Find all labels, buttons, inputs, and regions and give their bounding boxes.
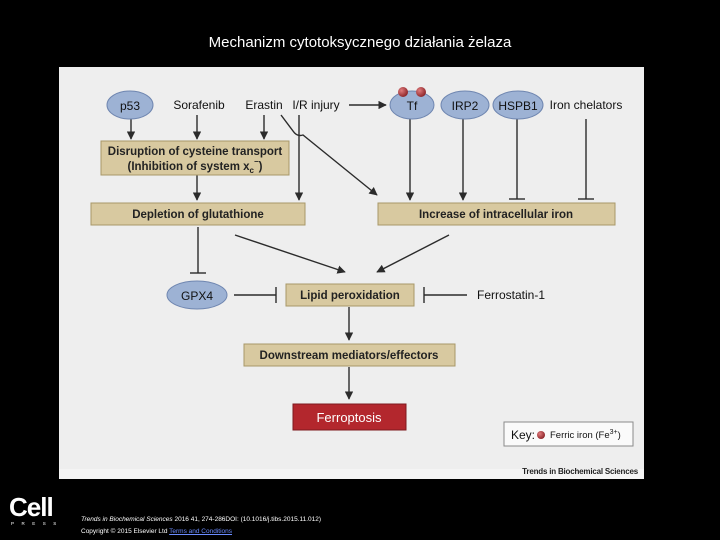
gpx4-node — [166, 280, 228, 310]
ir-injury-label: I/R injury — [292, 98, 339, 112]
p53-node — [106, 90, 154, 120]
tf-node — [389, 90, 435, 120]
disruption-label-line1: Disruption of cysteine transport — [108, 146, 283, 158]
sorafenib-label: Sorafenib — [173, 98, 225, 112]
ferroptosis-box — [292, 403, 407, 431]
disruption-box — [100, 140, 290, 176]
hspb1-node — [492, 90, 544, 120]
erastin-label: Erastin — [245, 98, 282, 112]
cell-logo: Cell — [9, 492, 54, 522]
ferroptosis-label: Ferroptosis — [316, 410, 382, 425]
lipid-peroxidation-box — [285, 283, 415, 307]
key-item-label: Ferric iron (Fe3+) — [550, 429, 621, 441]
p53-label: p53 — [120, 99, 140, 113]
copyright-text: Copyright © 2015 Elsevier Ltd — [81, 528, 170, 535]
journal-mark: Trends in Biochemical Sciences — [522, 467, 638, 476]
key-label: Key: — [511, 428, 535, 442]
cell-press-label: PRESS — [11, 521, 64, 526]
ferroptosis-diagram: p53 Sorafenib Erastin I/R injury Tf IRP2… — [59, 67, 644, 479]
erastin-to-increase-iron — [280, 114, 378, 196]
depletion-box — [90, 202, 306, 226]
disruption-label-line2: (Inhibition of system xc−) — [127, 157, 262, 175]
gpx4-label: GPX4 — [181, 289, 213, 303]
increase-iron-label: Increase of intracellular iron — [419, 209, 573, 221]
ferric-iron-dot — [398, 87, 408, 97]
irp2-label: IRP2 — [452, 99, 479, 113]
hspb1-label: HSPB1 — [498, 99, 538, 113]
slide-title: Mechanizm cytotoksycznego działania żela… — [208, 34, 512, 51]
key-iron-dot — [537, 431, 545, 439]
downstream-box — [243, 343, 456, 367]
iron-chelators-label: Iron chelators — [550, 98, 623, 112]
depletion-label: Depletion of glutathione — [132, 209, 264, 221]
citation-details: 2016 41, 274-286DOI: (10.1016/j.tibs.201… — [172, 516, 322, 523]
citation-journal: Trends in Biochemical Sciences — [81, 516, 173, 523]
copyright: Copyright © 2015 Elsevier Ltd Terms and … — [81, 528, 232, 535]
diagram-area — [59, 67, 644, 469]
ferric-iron-dot — [416, 87, 426, 97]
downstream-label: Downstream mediators/effectors — [260, 350, 439, 362]
depletion-to-lipid — [234, 234, 346, 274]
irp2-node — [440, 90, 490, 120]
increase-iron-box — [377, 202, 616, 226]
figure-panel: p53 Sorafenib Erastin I/R injury Tf IRP2… — [59, 67, 644, 479]
lipid-peroxidation-label: Lipid peroxidation — [300, 290, 400, 302]
citation: Trends in Biochemical Sciences 2016 41, … — [81, 516, 321, 523]
ferrostatin-label: Ferrostatin-1 — [477, 288, 545, 302]
key-box — [503, 421, 634, 447]
terms-link[interactable]: Terms and Conditions — [169, 528, 233, 535]
tf-label: Tf — [407, 99, 418, 113]
increase-iron-to-lipid — [376, 234, 450, 273]
